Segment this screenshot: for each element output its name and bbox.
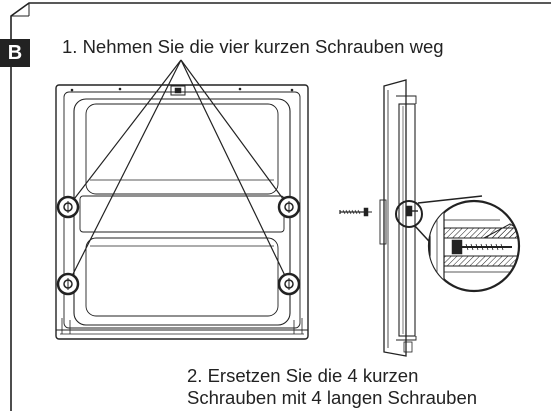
magnifier-detail-icon	[427, 199, 521, 293]
screw-hole-icon	[56, 195, 80, 219]
screw-hole-icon	[277, 272, 301, 296]
long-screw-icon	[339, 207, 372, 217]
door-frame-inner	[63, 91, 301, 329]
callout-line-upper-right	[180, 59, 290, 208]
side-top-cap	[396, 95, 417, 104]
callout-line-upper-left	[67, 59, 182, 208]
screw-hole-icon	[277, 195, 301, 219]
side-inner-body	[398, 103, 416, 337]
side-bottom-foot	[403, 341, 413, 353]
frame-dot	[118, 87, 122, 91]
lower-recess	[85, 237, 279, 317]
door-outer-frame	[55, 84, 309, 340]
step-badge: B	[0, 39, 30, 67]
frame-dot	[290, 88, 294, 92]
middle-band	[79, 195, 285, 233]
callout-line-lower-right	[180, 59, 290, 285]
detail-focus-circle	[395, 200, 423, 228]
side-screw-head	[405, 205, 413, 217]
door-latch-inner	[174, 87, 182, 94]
detail-connector-top	[417, 195, 483, 204]
door-latch	[170, 85, 186, 96]
step-2-line-1: 2. Ersetzen Sie die 4 kurzen	[187, 365, 419, 386]
door-front-view	[55, 84, 309, 340]
side-mount-bracket	[379, 199, 387, 245]
panel-frame	[10, 2, 551, 411]
step-2-instruction: 2. Ersetzen Sie die 4 kurzen Schrauben m…	[187, 365, 477, 409]
side-bottom-cap	[396, 336, 417, 341]
callout-lines	[67, 59, 290, 285]
step-1-instruction: 1. Nehmen Sie die vier kurzen Schrauben …	[62, 36, 444, 57]
frame-dot	[238, 87, 242, 91]
callout-line-lower-left	[67, 59, 182, 285]
upper-recess	[85, 103, 279, 195]
frame-dot	[70, 88, 74, 92]
door-inner-panel	[73, 98, 291, 326]
screw-hole-icon	[56, 272, 80, 296]
door-bottom-left-foot	[61, 318, 71, 334]
side-outer-panel	[383, 79, 407, 357]
step-2-line-2: Schrauben mit 4 langen Schrauben	[187, 387, 478, 408]
door-side-view	[379, 79, 423, 357]
door-bottom-right-foot	[293, 318, 303, 334]
